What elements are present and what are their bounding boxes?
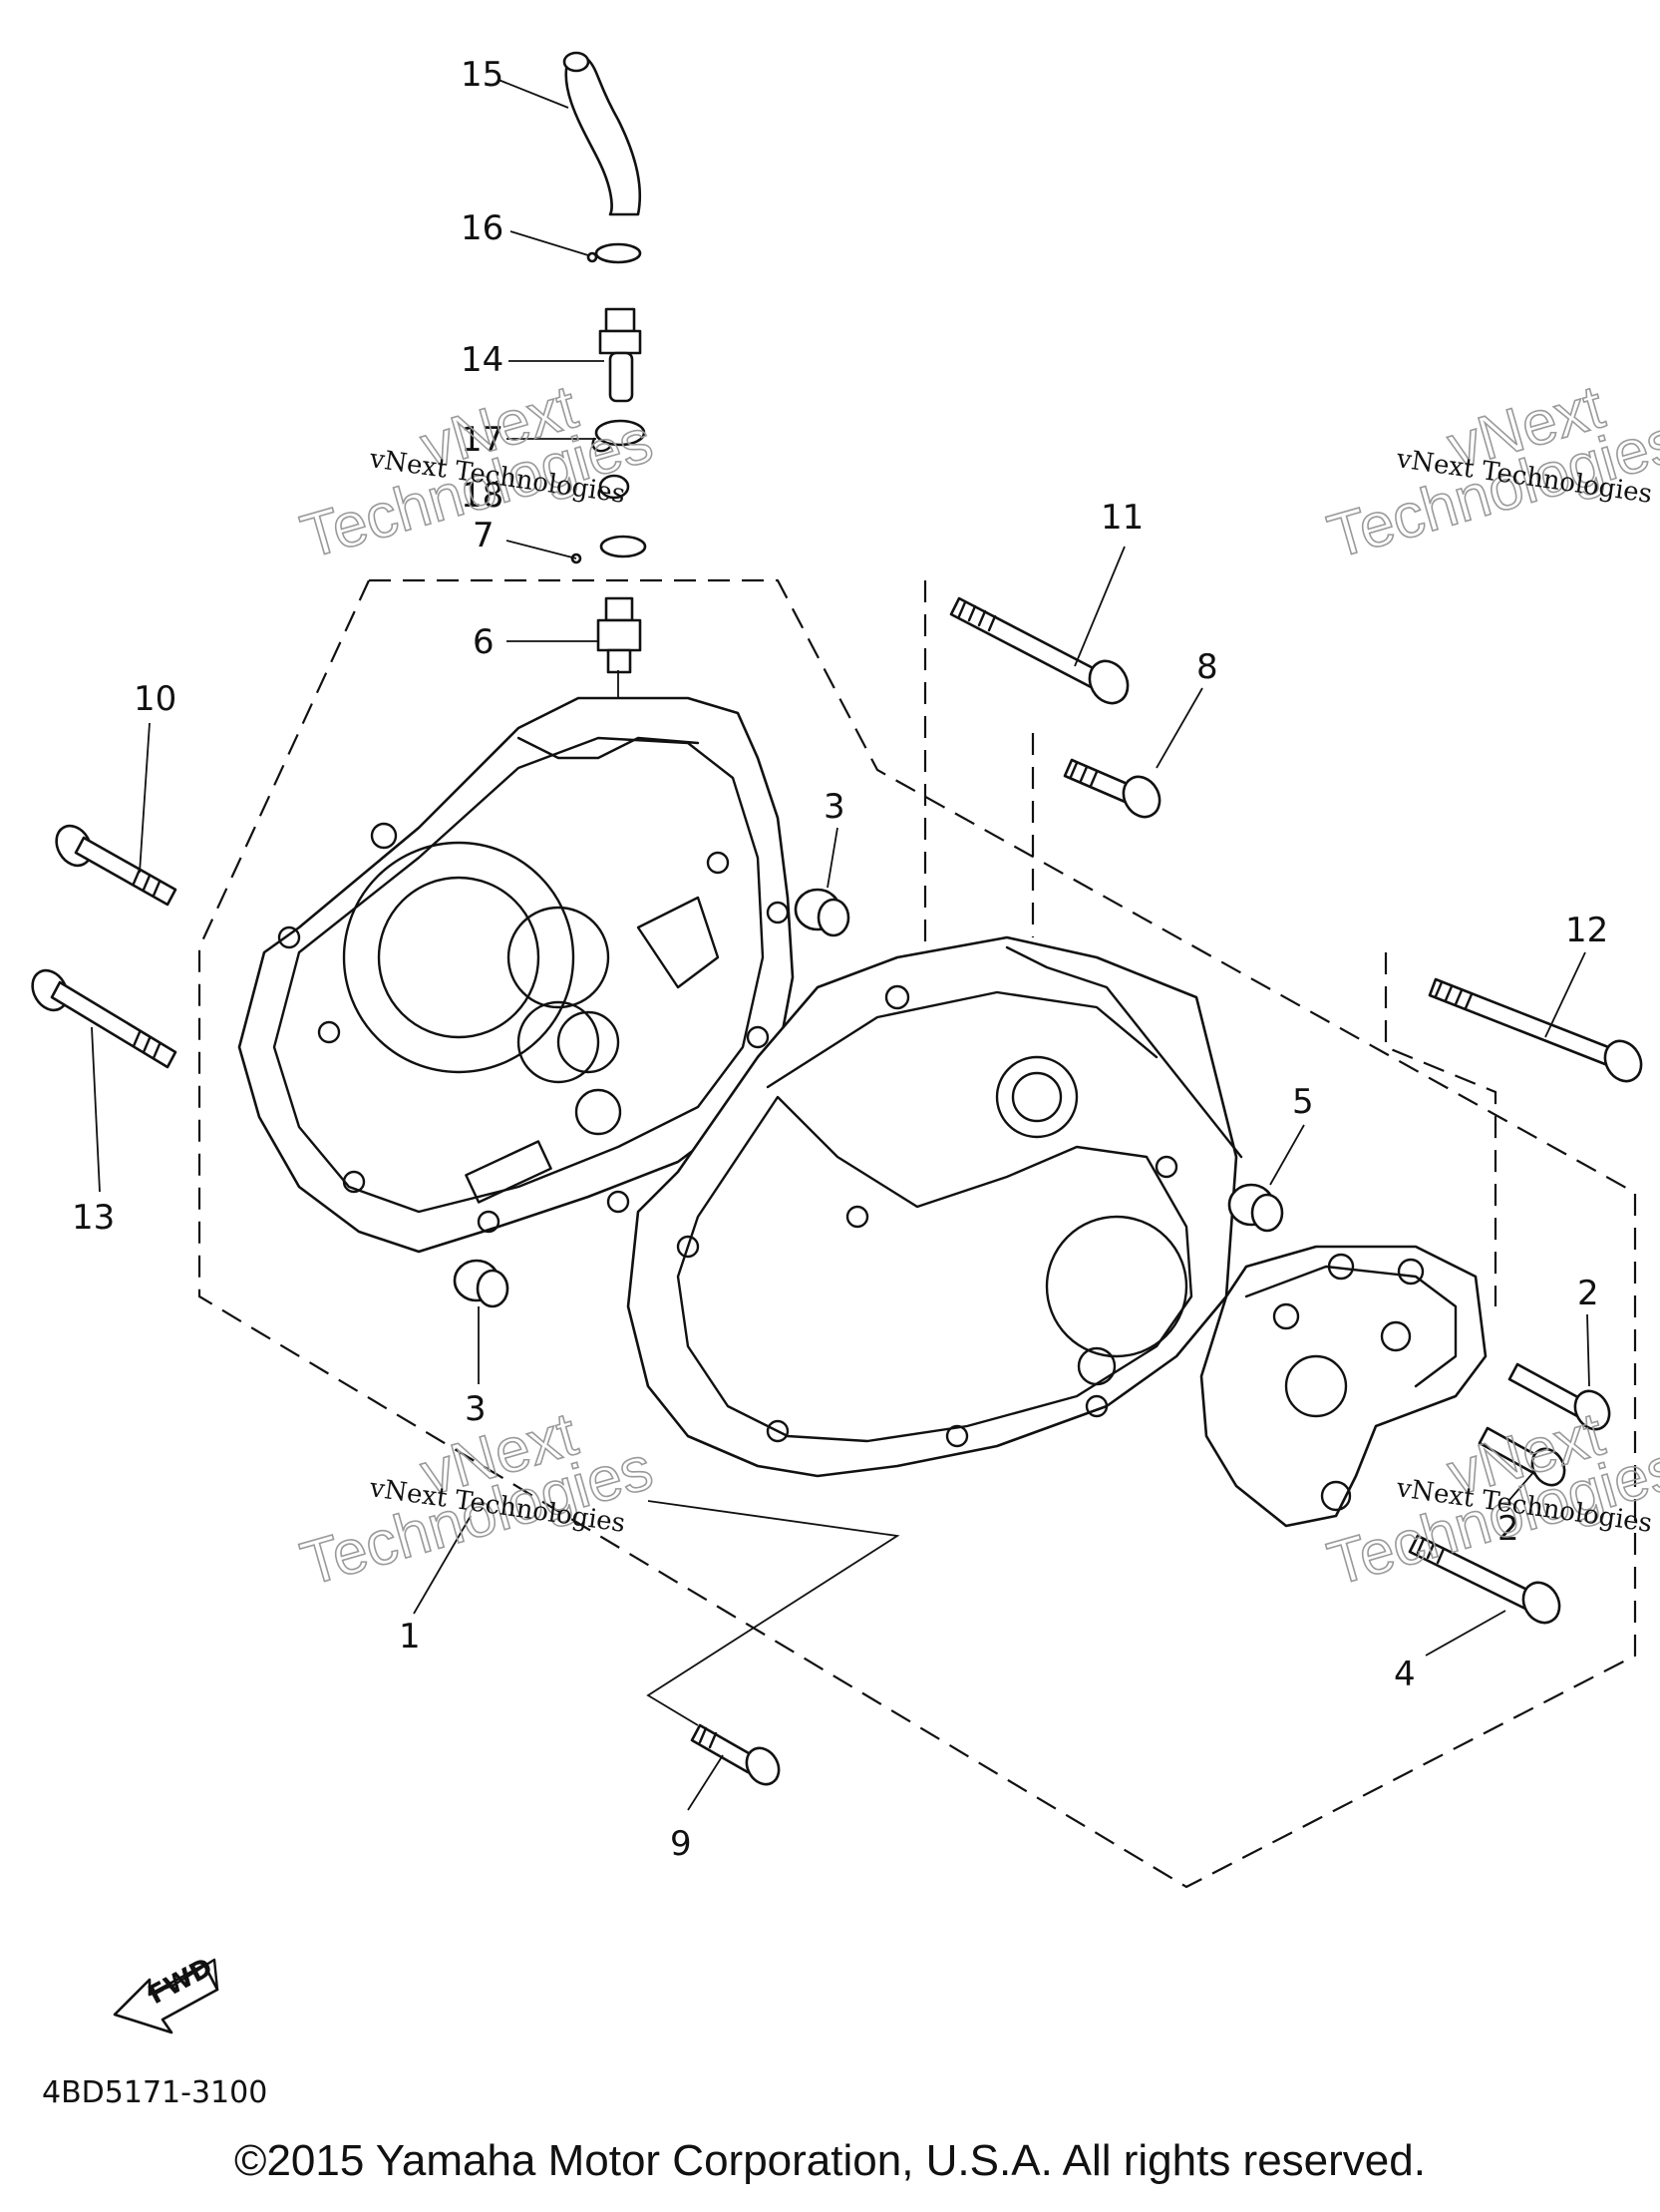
- diagram-part-number: 4BD5171-3100: [42, 2075, 267, 2110]
- callout-14: 14: [461, 340, 503, 380]
- callout-12: 12: [1565, 911, 1608, 950]
- fitting-6: [596, 596, 642, 674]
- watermark-upper-right: vNext Technologies vNext Technologies: [1320, 372, 1660, 573]
- callout-18: 18: [461, 476, 503, 516]
- bolt-10: [55, 824, 177, 907]
- clamp-17: [591, 419, 646, 453]
- callout-10: 10: [134, 679, 176, 719]
- callout-11: 11: [1101, 498, 1144, 538]
- assembly-dashed-outline: [197, 578, 1637, 1889]
- watermark-lower-left: vNext Technologies vNext Technologies: [293, 1399, 661, 1601]
- callout-4: 4: [1394, 1655, 1416, 1694]
- callout-3-upper: 3: [824, 787, 845, 827]
- bolt-2-lower: [1478, 1426, 1566, 1487]
- callout-7: 7: [473, 516, 495, 555]
- bolt-8: [1063, 758, 1162, 819]
- callout-17: 17: [461, 420, 503, 460]
- crankcase-right: [626, 935, 1243, 1478]
- clip-16: [586, 242, 642, 264]
- callout-1: 1: [399, 1617, 421, 1657]
- callout-6: 6: [473, 622, 495, 662]
- fitting-14: [598, 307, 642, 403]
- bolt-13: [31, 968, 177, 1069]
- callout-3-lower: 3: [465, 1389, 487, 1429]
- callout-2-upper: 2: [1577, 1274, 1599, 1313]
- bolt-12: [1428, 977, 1643, 1083]
- callout-13: 13: [72, 1198, 115, 1238]
- callout-15: 15: [461, 55, 503, 95]
- callout-2-lower: 2: [1497, 1509, 1519, 1549]
- o-ring-7: [570, 535, 647, 564]
- bolt-9-leader-box: [646, 1500, 900, 1726]
- leader-lines: [91, 79, 1590, 1811]
- bolt-11: [949, 596, 1130, 705]
- crankcase-left: [237, 696, 795, 1254]
- gasket-18: [598, 474, 630, 500]
- bolt-4: [1408, 1534, 1561, 1625]
- fwd-arrow-icon: FWD: [113, 1953, 219, 2034]
- callout-5: 5: [1292, 1082, 1314, 1122]
- callout-8: 8: [1196, 647, 1218, 687]
- side-cover: [1199, 1245, 1488, 1528]
- callout-16: 16: [461, 208, 503, 248]
- copyright-notice: ©2015 Yamaha Motor Corporation, U.S.A. A…: [234, 2136, 1426, 2185]
- callout-labels: 15 16 14 17 18 7 6 10 13 3 3 11 8 12 5 2…: [72, 55, 1608, 1864]
- dowel-3-upper: [794, 888, 850, 937]
- bolt-2-upper: [1507, 1362, 1611, 1431]
- dowel-5: [1227, 1183, 1284, 1233]
- bolt-9: [690, 1723, 781, 1786]
- breather-hose-15: [562, 51, 642, 216]
- callout-9: 9: [670, 1824, 692, 1864]
- dowel-3-lower: [453, 1259, 509, 1308]
